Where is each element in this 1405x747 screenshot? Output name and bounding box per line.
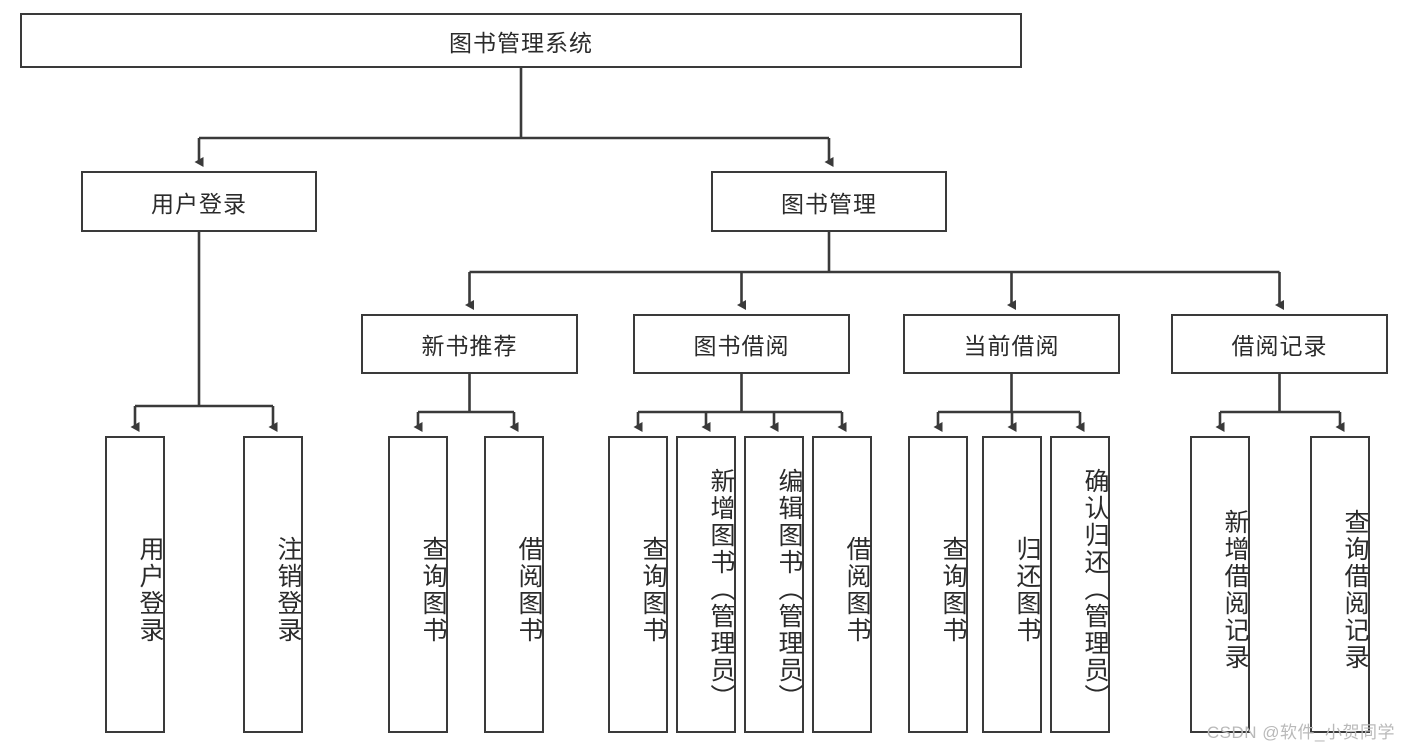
node-book-borrow[interactable]: 图书借阅 <box>633 314 850 374</box>
node-query-book-3[interactable]: 查询图书 <box>908 436 968 733</box>
node-user-login[interactable]: 用户登录 <box>81 171 317 232</box>
node-label: 新增借阅记录 <box>1221 508 1249 671</box>
node-new-book-recommend[interactable]: 新书推荐 <box>361 314 578 374</box>
node-label: 新增图书（管理员） <box>707 468 735 711</box>
node-return-book[interactable]: 归还图书 <box>982 436 1042 733</box>
node-user-login-do[interactable]: 用户登录 <box>105 436 165 733</box>
node-label: 用户登录 <box>136 535 164 644</box>
node-root[interactable]: 图书管理系统 <box>20 13 1022 68</box>
node-query-book-1[interactable]: 查询图书 <box>388 436 448 733</box>
node-label: 查询借阅记录 <box>1341 508 1369 671</box>
node-label: 借阅记录 <box>1231 333 1328 359</box>
node-label: 当前借阅 <box>963 333 1060 359</box>
node-label: 编辑图书（管理员） <box>775 468 803 711</box>
node-label: 新书推荐 <box>421 333 518 359</box>
node-label: 查询图书 <box>419 535 447 644</box>
node-label: 查询图书 <box>939 535 967 644</box>
node-label: 查询图书 <box>639 535 667 644</box>
node-query-borrow-record[interactable]: 查询借阅记录 <box>1310 436 1370 733</box>
node-confirm-return-admin[interactable]: 确认归还（管理员） <box>1050 436 1110 733</box>
node-label: 确认归还（管理员） <box>1081 468 1109 711</box>
node-borrow-book-2[interactable]: 借阅图书 <box>812 436 872 733</box>
node-current-borrow[interactable]: 当前借阅 <box>903 314 1120 374</box>
node-book-manage[interactable]: 图书管理 <box>711 171 947 232</box>
node-label: 用户登录 <box>151 190 247 217</box>
node-label: 借阅图书 <box>843 535 871 644</box>
node-borrow-book-1[interactable]: 借阅图书 <box>484 436 544 733</box>
node-user-logout[interactable]: 注销登录 <box>243 436 303 733</box>
node-query-book-2[interactable]: 查询图书 <box>608 436 668 733</box>
node-borrow-record[interactable]: 借阅记录 <box>1171 314 1388 374</box>
node-label: 图书借阅 <box>693 333 790 359</box>
node-label: 图书管理 <box>781 190 877 217</box>
node-label: 归还图书 <box>1013 535 1041 644</box>
node-label: 图书管理系统 <box>449 29 593 56</box>
watermark-text: CSDN @软件_小贺同学 <box>1206 723 1395 742</box>
node-label: 注销登录 <box>274 535 302 644</box>
node-label: 借阅图书 <box>515 535 543 644</box>
node-add-book-admin[interactable]: 新增图书（管理员） <box>676 436 736 733</box>
node-edit-book-admin[interactable]: 编辑图书（管理员） <box>744 436 804 733</box>
node-add-borrow-record[interactable]: 新增借阅记录 <box>1190 436 1250 733</box>
